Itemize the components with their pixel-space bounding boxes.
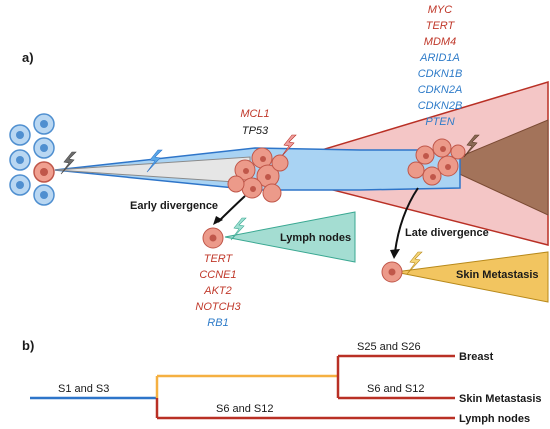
gene-label: AKT2: [203, 285, 232, 297]
skin-metastasis-label: Skin Metastasis: [456, 269, 539, 281]
gene-label: CDKN2A: [418, 84, 463, 96]
lightning-icon: [146, 149, 163, 173]
late-divergence-label: Late divergence: [405, 227, 489, 239]
tree-leaf-skin-metastasis: Skin Metastasis: [459, 393, 542, 405]
late-divergence-arrow: [394, 187, 419, 253]
lightning-icon: [463, 134, 480, 158]
breast-core-fan: [438, 119, 549, 216]
tumor-cluster-late: [407, 138, 466, 186]
lymph-nodes-label: Lymph nodes: [280, 232, 351, 244]
normal-cells-cluster: [9, 113, 55, 206]
gene-label: MCL1: [240, 108, 269, 120]
gene-label: MYC: [428, 4, 453, 16]
skin-metastasis-fan: [394, 251, 549, 303]
gene-label: PTEN: [425, 116, 454, 128]
arrow-head-icon: [390, 249, 400, 259]
lymph-node-cell: [202, 227, 224, 249]
gene-label: TP53: [242, 125, 269, 137]
gene-label: MDM4: [424, 36, 456, 48]
gene-label: RB1: [207, 317, 228, 329]
tree-label-s6-s12-upper: S6 and S12: [367, 383, 425, 395]
lightning-icon: [406, 251, 423, 275]
tree-leaf-breast: Breast: [459, 351, 494, 363]
tree-leaf-lymph-nodes: Lymph nodes: [459, 413, 530, 425]
skin-metastasis-cell: [381, 261, 403, 283]
panel-a-label: a): [22, 50, 34, 65]
tumor-cluster-early: [227, 147, 289, 203]
tree-label-s1-s3: S1 and S3: [58, 383, 109, 395]
arrow-head-icon: [213, 216, 223, 225]
lymph-nodes-fan: [224, 211, 356, 263]
early-divergence-label: Early divergence: [130, 200, 218, 212]
lightning-icon: [280, 134, 297, 158]
gene-label: ARID1A: [419, 52, 460, 64]
gene-label: CDKN1B: [418, 68, 463, 80]
lightning-icon: [230, 217, 247, 241]
gene-label: CDKN2B: [418, 100, 463, 112]
tree-label-s25-s26: S25 and S26: [357, 341, 421, 353]
gene-label: TERT: [204, 253, 234, 265]
panel-b-label: b): [22, 338, 34, 353]
lightning-icon: [60, 151, 77, 175]
early-divergence-arrow: [217, 195, 246, 223]
gene-label: TERT: [426, 20, 456, 32]
gene-label: NOTCH3: [195, 301, 241, 313]
tree-label-s6-s12-lower: S6 and S12: [216, 403, 274, 415]
gene-label: CCNE1: [199, 269, 236, 281]
